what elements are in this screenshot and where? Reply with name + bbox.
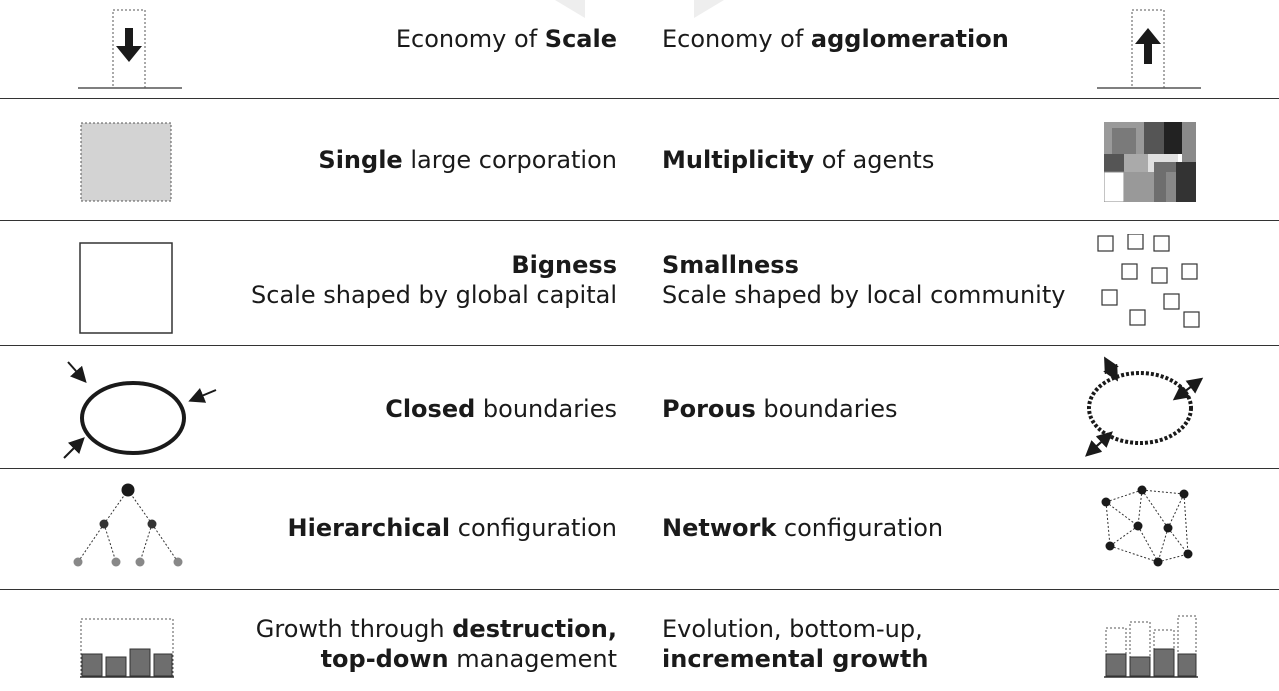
divider-3 xyxy=(0,345,1279,346)
row1-right-bold: agglomeration xyxy=(810,25,1009,53)
row6-left-text: Growth through destruction, top-down man… xyxy=(256,614,617,674)
row3-left-text: Bigness Scale shaped by global capital xyxy=(251,250,617,310)
row1-right-text: Economy of agglomeration xyxy=(662,24,1009,54)
row3-right-text: Smallness Scale shaped by local communit… xyxy=(662,250,1065,310)
row1-right-pre: Economy of xyxy=(662,25,811,53)
network-graph-icon xyxy=(1101,485,1193,567)
top-notch-right xyxy=(694,0,724,18)
row6-right-line2-bold: incremental growth xyxy=(662,645,929,673)
single-block-icon xyxy=(80,122,172,202)
row5-left-post: configuration xyxy=(450,514,617,542)
arrow-up-icon xyxy=(1097,9,1201,89)
divider-5 xyxy=(0,589,1279,590)
row6-left-line2-post: management xyxy=(448,645,617,673)
incremental-bars-icon xyxy=(1104,615,1198,678)
row4-left-post: boundaries xyxy=(475,395,617,423)
row4-right-text: Porous boundaries xyxy=(662,394,898,424)
row6-left-line1-bold: destruction, xyxy=(452,615,617,643)
row3-right-line1: Smallness xyxy=(662,251,799,279)
destruction-bars-icon xyxy=(80,618,174,678)
arrow-down-icon xyxy=(78,9,182,89)
row6-right-line1: Evolution, bottom-up, xyxy=(662,615,923,643)
top-notch-left xyxy=(555,0,585,18)
row1-left-bold: Scale xyxy=(544,25,617,53)
mosaic-blocks-icon xyxy=(1104,122,1196,202)
row3-left-line2: Scale shaped by global capital xyxy=(251,281,617,309)
hierarchy-tree-icon xyxy=(73,483,183,567)
row2-left-post: large corporation xyxy=(402,146,617,174)
row5-left-text: Hierarchical configuration xyxy=(288,513,617,543)
large-square-icon xyxy=(79,242,173,334)
row4-right-bold: Porous xyxy=(662,395,756,423)
row5-right-bold: Network xyxy=(662,514,777,542)
small-squares-icon xyxy=(1097,234,1200,328)
row2-right-bold: Multiplicity xyxy=(662,146,815,174)
row4-right-post: boundaries xyxy=(755,395,898,423)
closed-ellipse-icon xyxy=(63,361,217,459)
row4-left-bold: Closed xyxy=(385,395,476,423)
row2-right-text: Multiplicity of agents xyxy=(662,145,934,175)
row1-left-pre: Economy of xyxy=(395,25,545,53)
row2-left-text: Single large corporation xyxy=(318,145,617,175)
row1-left-text: Economy of Scale xyxy=(396,24,617,54)
row3-left-line1: Bigness xyxy=(511,251,617,279)
row5-right-post: configuration xyxy=(776,514,944,542)
row6-right-text: Evolution, bottom-up, incremental growth xyxy=(662,614,929,674)
porous-ellipse-icon xyxy=(1085,356,1204,457)
row2-right-post: of agents xyxy=(814,146,935,174)
row6-left-line2-bold: top-down xyxy=(320,645,449,673)
row4-left-text: Closed boundaries xyxy=(385,394,617,424)
divider-2 xyxy=(0,220,1279,221)
row3-right-line2: Scale shaped by local community xyxy=(662,281,1066,309)
row2-left-bold: Single xyxy=(318,146,403,174)
divider-4 xyxy=(0,468,1279,469)
row6-left-line1-pre: Growth through xyxy=(255,615,453,643)
row5-left-bold: Hierarchical xyxy=(287,514,451,542)
divider-1 xyxy=(0,98,1279,99)
row5-right-text: Network configuration xyxy=(662,513,943,543)
